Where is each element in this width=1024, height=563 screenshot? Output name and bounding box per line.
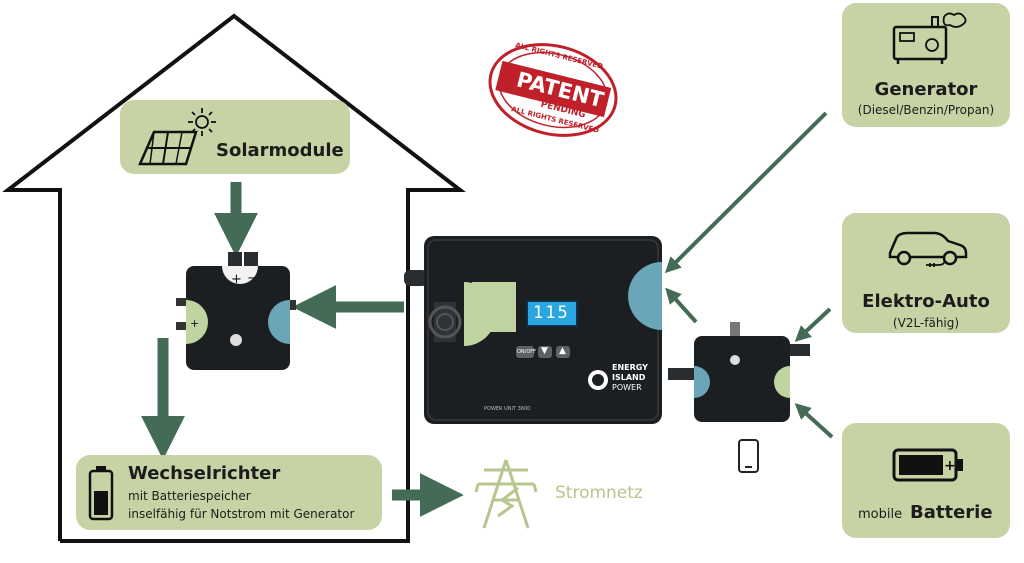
svg-text:+: +: [944, 458, 956, 474]
svg-text:−: −: [247, 271, 258, 286]
smartphone-icon: [738, 439, 759, 473]
ev-subtitle: (V2L-fähig): [892, 316, 960, 330]
electric-car-icon: [888, 231, 968, 267]
battery-icon: [88, 466, 114, 521]
battery-title: Batterie: [910, 502, 993, 523]
sun-icon: [188, 108, 216, 136]
unit-brand-2: ISLAND: [612, 373, 646, 382]
junction-box: + − +: [176, 252, 296, 370]
generator-icon: [892, 12, 967, 64]
generator-title: Generator: [874, 79, 978, 100]
ev-box: Elektro-Auto (V2L-fähig): [842, 213, 1010, 333]
solar-module-box: Solarmodule: [120, 100, 350, 174]
house-outline: [2, 13, 466, 543]
adapter-box: [668, 322, 810, 422]
arrows: [141, 111, 834, 517]
inverter-box: Wechselrichter mit Batteriespeicher inse…: [76, 455, 382, 530]
main-power-unit: [404, 236, 662, 424]
inverter-line-2: inselfähig für Notstrom mit Generator: [128, 507, 355, 521]
inverter-line-1: mit Batteriespeicher: [128, 489, 251, 503]
unit-button-down[interactable]: ▼: [541, 346, 548, 356]
generator-box: Generator (Diesel/Benzin/Propan): [842, 3, 1010, 127]
svg-text:+: +: [190, 317, 199, 330]
svg-text:+: +: [231, 272, 242, 287]
unit-button-power[interactable]: ON/OFF: [517, 349, 537, 355]
unit-display: 115: [533, 303, 570, 323]
power-pylon-icon: [474, 459, 538, 529]
inverter-title: Wechselrichter: [128, 463, 281, 484]
unit-model: POWER UNIT 3600: [484, 406, 531, 412]
patent-stamp: [488, 43, 618, 137]
generator-subtitle: (Diesel/Benzin/Propan): [857, 103, 995, 117]
arrow-adapter-to-unit: [665, 287, 698, 324]
grid-label: Stromnetz: [555, 483, 643, 503]
arrow-battery-to-adapter: [794, 403, 834, 439]
unit-brand-3: POWER: [612, 383, 642, 392]
mobile-battery-icon: +: [892, 448, 963, 482]
unit-button-up[interactable]: ▲: [559, 346, 566, 356]
ev-title: Elektro-Auto: [862, 291, 990, 312]
unit-brand-1: ENERGY: [612, 363, 648, 372]
arrow-ev-to-adapter: [794, 307, 832, 342]
mobile-battery-box: + mobile Batterie: [842, 423, 1010, 538]
battery-prefix: mobile: [858, 507, 903, 522]
arrow-generator-to-unit: [664, 111, 828, 274]
solar-module-label: Solarmodule: [216, 140, 344, 161]
solar-panel-icon: [138, 130, 198, 166]
